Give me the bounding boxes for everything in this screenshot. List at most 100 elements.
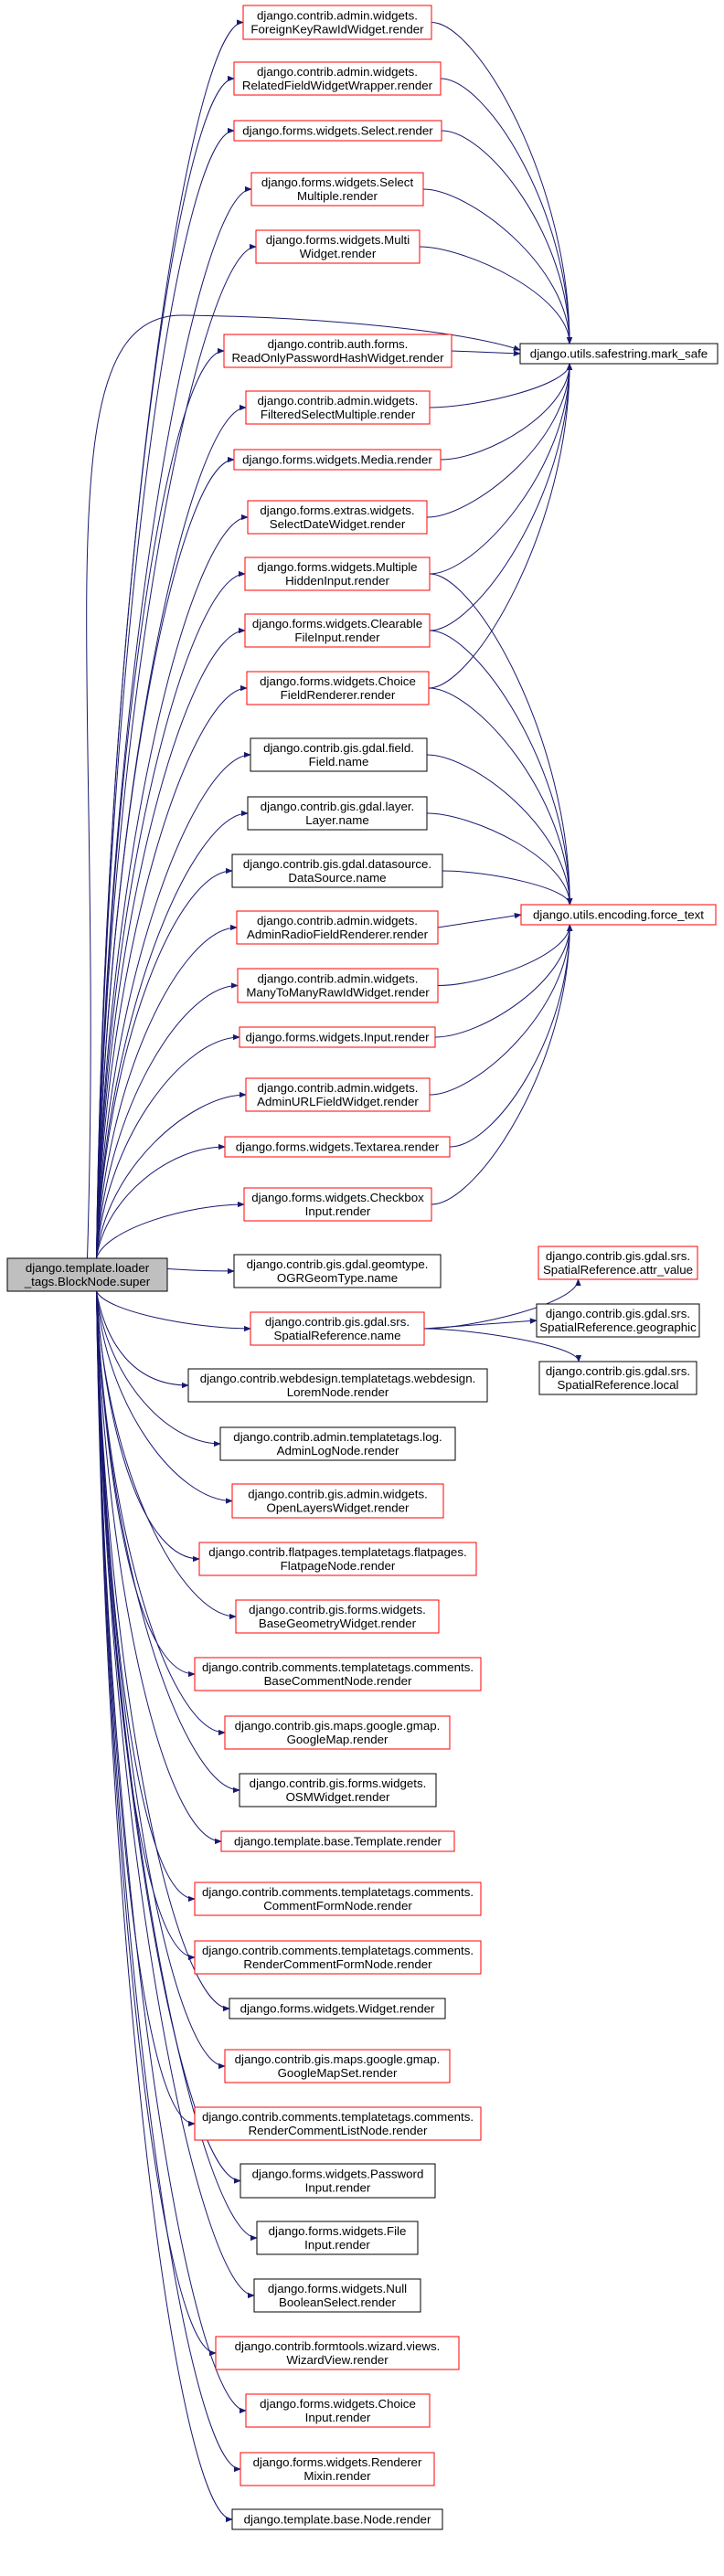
node-n26[interactable]: django.contrib.gis.admin.widgets.OpenLay… [231, 1483, 444, 1519]
node-label-line: django.forms.widgets.Media.render [242, 453, 432, 467]
node-n17[interactable]: django.contrib.admin.widgets.ManyToManyR… [237, 968, 439, 1003]
node-n3[interactable]: django.forms.widgets.Select.render [233, 120, 442, 142]
node-n16[interactable]: django.contrib.admin.widgets.AdminRadioF… [236, 910, 439, 945]
node-n22[interactable]: django.contrib.gis.gdal.geomtype.OGRGeom… [233, 1254, 442, 1288]
node-label-line: django.forms.widgets.Multi [266, 233, 410, 247]
node-label-line: FlatpageNode.render [281, 1559, 396, 1573]
node-n15[interactable]: django.contrib.gis.gdal.datasource.DataS… [231, 853, 443, 888]
edges-layer [86, 19, 582, 2523]
node-n37[interactable]: django.contrib.comments.templatetags.com… [194, 2106, 482, 2141]
node-t1[interactable]: django.utils.safestring.mark_safe [519, 343, 719, 365]
edge-root-n2 [96, 75, 235, 1259]
node-n44[interactable]: django.template.base.Node.render [231, 2508, 443, 2530]
node-box [240, 2452, 435, 2486]
node-n30[interactable]: django.contrib.gis.maps.google.gmap.Goog… [224, 1715, 451, 1750]
node-n14[interactable]: django.contrib.gis.gdal.layer.Layer.name [247, 796, 428, 831]
edge-n13-t2 [426, 754, 573, 906]
node-n32[interactable]: django.template.base.Template.render [220, 1830, 455, 1852]
edge-n12-t1 [428, 363, 573, 689]
edge-root-n44 [96, 1290, 233, 2523]
node-n4[interactable]: django.forms.widgets.SelectMultiple.rend… [250, 172, 424, 207]
node-n23[interactable]: django.contrib.gis.gdal.srs.SpatialRefer… [250, 1311, 425, 1346]
edge-root-n10 [96, 570, 246, 1259]
edge-root-n12 [96, 684, 248, 1259]
node-label-line: django.contrib.gis.gdal.srs. [546, 1364, 690, 1378]
node-n25[interactable]: django.contrib.admin.templatetags.log.Ad… [219, 1426, 456, 1461]
node-n40[interactable]: django.forms.widgets.NullBooleanSelect.r… [253, 2278, 421, 2313]
node-box [198, 1542, 477, 1576]
node-n2[interactable]: django.contrib.admin.widgets.RelatedFiel… [233, 61, 442, 96]
node-box [237, 968, 439, 1003]
node-box [220, 1830, 455, 1852]
edge-n16-t2 [437, 912, 522, 928]
node-n41[interactable]: django.contrib.formtools.wizard.views.Wi… [215, 2336, 460, 2370]
node-label-line: FileInput.render [294, 631, 380, 644]
node-n9[interactable]: django.forms.extras.widgets.SelectDateWi… [247, 500, 428, 535]
node-t5[interactable]: django.contrib.gis.gdal.srs.SpatialRefer… [538, 1361, 697, 1395]
node-root[interactable]: django.template.loader_tags.BlockNode.su… [6, 1257, 168, 1292]
edge-root-n3 [96, 127, 235, 1259]
node-n18[interactable]: django.forms.widgets.Input.render [239, 1026, 436, 1048]
node-n28[interactable]: django.contrib.gis.forms.widgets.BaseGeo… [235, 1599, 440, 1634]
edge-n9-t1 [426, 363, 573, 518]
node-n7[interactable]: django.contrib.admin.widgets.FilteredSel… [245, 390, 431, 425]
edge-root-n35 [96, 1290, 230, 2012]
node-label-line: django.contrib.gis.gdal.srs. [546, 1249, 690, 1263]
node-t3[interactable]: django.contrib.gis.gdal.srs.SpatialRefer… [538, 1246, 698, 1280]
edge-n15-t2 [442, 870, 573, 906]
node-n11[interactable]: django.forms.widgets.ClearableFileInput.… [244, 613, 431, 648]
edge-root-n25 [96, 1290, 221, 1447]
node-n21[interactable]: django.forms.widgets.CheckboxInput.rende… [243, 1187, 432, 1222]
edge-n14-t2 [426, 812, 573, 906]
node-box [247, 500, 428, 535]
node-label-line: django.contrib.formtools.wizard.views. [235, 2339, 441, 2353]
node-label-line: Input.render [305, 1204, 371, 1218]
edge-root-n41 [96, 1290, 217, 2357]
node-box [244, 557, 431, 591]
node-n12[interactable]: django.forms.widgets.ChoiceFieldRenderer… [246, 671, 430, 705]
node-box [224, 1136, 451, 1158]
edge-n2-t1 [440, 78, 573, 345]
edge-root-n31 [96, 1290, 240, 1794]
node-label-line: RelatedFieldWidgetWrapper.render [242, 79, 433, 92]
node-t4[interactable]: django.contrib.gis.gdal.srs.SpatialRefer… [536, 1303, 700, 1338]
node-n27[interactable]: django.contrib.flatpages.templatetags.fl… [198, 1542, 477, 1576]
node-t2[interactable]: django.utils.encoding.force_text [520, 904, 717, 926]
node-label-line: django.contrib.admin.widgets. [258, 972, 419, 986]
node-label-line: django.template.loader [26, 1261, 150, 1275]
node-label-line: django.forms.widgets.Renderer [253, 2455, 422, 2469]
node-n19[interactable]: django.contrib.admin.widgets.AdminURLFie… [245, 1077, 431, 1112]
node-n33[interactable]: django.contrib.comments.templatetags.com… [194, 1882, 482, 1916]
node-n6[interactable]: django.contrib.auth.forms.ReadOnlyPasswo… [223, 334, 452, 368]
node-label-line: BaseGeometryWidget.render [259, 1617, 417, 1630]
node-label-line: django.contrib.gis.maps.google.gmap. [235, 2052, 441, 2066]
edge-n23-t4 [423, 1318, 538, 1330]
node-n36[interactable]: django.contrib.gis.maps.google.gmap.Goog… [224, 2049, 451, 2083]
node-n24[interactable]: django.contrib.webdesign.templatetags.we… [187, 1368, 488, 1403]
edge-n21-t2 [431, 924, 573, 1205]
node-label-line: GoogleMap.render [287, 1733, 389, 1746]
node-label-line: Input.render [305, 2411, 371, 2424]
node-label-line: SpatialReference.local [557, 1378, 678, 1392]
node-n10[interactable]: django.forms.widgets.MultipleHiddenInput… [244, 557, 431, 591]
node-n8[interactable]: django.forms.widgets.Media.render [233, 449, 442, 471]
edge-root-n43 [96, 1290, 241, 2473]
node-n38[interactable]: django.forms.widgets.PasswordInput.rende… [240, 2163, 436, 2199]
node-n43[interactable]: django.forms.widgets.RendererMixin.rende… [240, 2452, 435, 2486]
node-n13[interactable]: django.contrib.gis.gdal.field.Field.name [250, 737, 428, 772]
node-box [194, 1940, 482, 1975]
node-n20[interactable]: django.forms.widgets.Textarea.render [224, 1136, 451, 1158]
edge-root-n28 [96, 1290, 237, 1620]
node-n31[interactable]: django.contrib.gis.forms.widgets.OSMWidg… [239, 1773, 437, 1807]
node-n39[interactable]: django.forms.widgets.FileInput.render [256, 2221, 419, 2255]
node-n35[interactable]: django.forms.widgets.Widget.render [229, 1998, 446, 2019]
node-n1[interactable]: django.contrib.admin.widgets.ForeignKeyR… [242, 5, 432, 40]
node-n29[interactable]: django.contrib.comments.templatetags.com… [194, 1657, 482, 1691]
node-label-line: Input.render [304, 2238, 370, 2252]
node-label-line: RenderCommentListNode.render [249, 2124, 428, 2137]
node-box [223, 334, 452, 368]
node-label-line: django.contrib.admin.widgets. [258, 1081, 419, 1095]
node-n34[interactable]: django.contrib.comments.templatetags.com… [194, 1940, 482, 1975]
